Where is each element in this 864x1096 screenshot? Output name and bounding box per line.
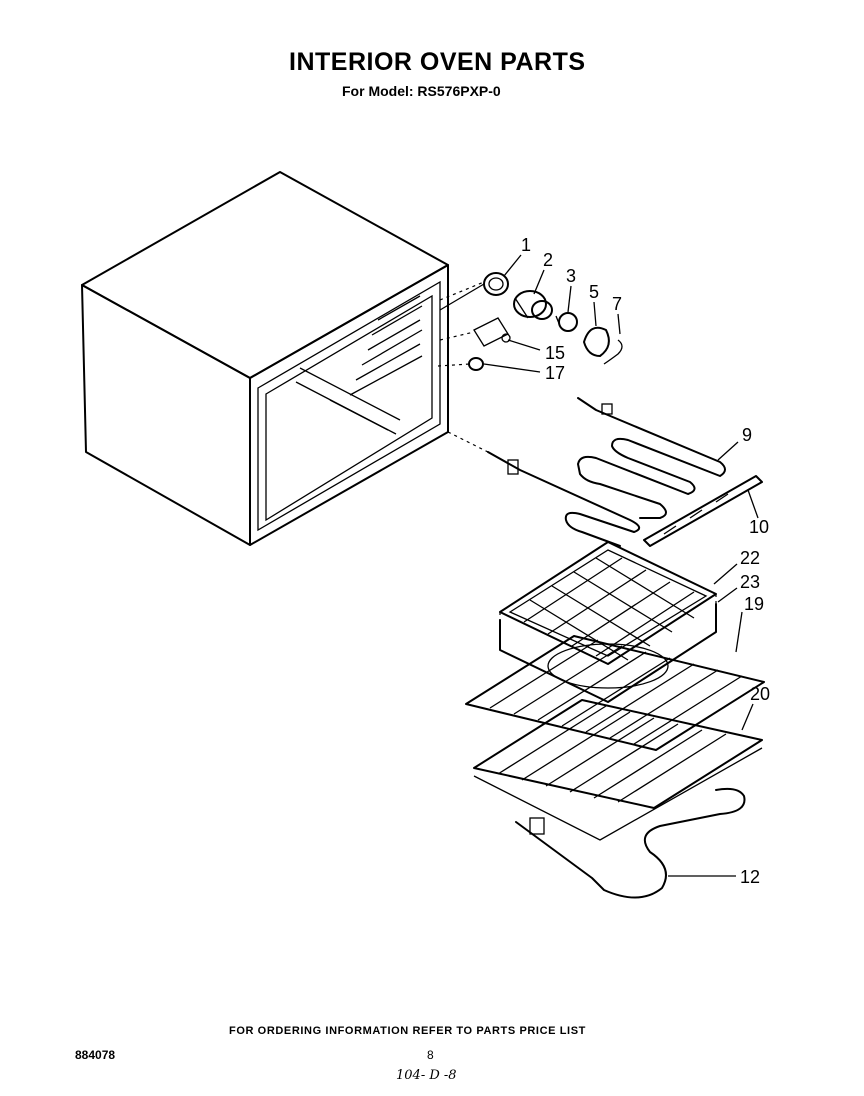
callout-20: 20 [750,684,770,704]
callout-2: 2 [543,250,553,270]
light-socket-part-1 [439,272,509,311]
bake-element [447,431,641,547]
element-bracket-part-10 [643,475,763,547]
oven-rack-part-19 [465,635,765,751]
bracket-part-15 [473,317,511,347]
model-line: For Model: RS576PXP-0 [342,83,501,99]
callout-22: 22 [740,548,760,568]
callout-3: 3 [566,266,576,286]
callout-23: 23 [740,572,760,592]
oven-cavity [81,171,449,546]
ordering-note: FOR ORDERING INFORMATION REFER TO PARTS … [229,1025,586,1037]
callout-15: 15 [545,343,565,363]
temperature-sensor-part-12 [515,787,746,899]
broiler-pan-grid-part-22 [499,541,717,665]
callout-1: 1 [521,235,531,255]
callout-leaders [483,254,759,877]
handwritten-note: 104- D -8 [396,1068,457,1083]
callout-numbers: 1 2 3 5 7 15 17 9 10 22 23 19 20 12 [521,235,770,887]
light-cover-part-5 [583,326,610,357]
callout-7: 7 [612,294,622,314]
callout-5: 5 [589,282,599,302]
page-title: INTERIOR OVEN PARTS [289,48,586,76]
callout-17: 17 [545,363,565,383]
light-housing-part-2 [513,290,553,320]
callout-12: 12 [740,867,760,887]
callout-19: 19 [744,594,764,614]
oven-rack-part-20 [473,699,763,841]
broil-element-part-9 [577,397,726,519]
callout-9: 9 [742,425,752,445]
light-bulb-part-3 [555,312,578,332]
clip-part-7 [603,339,623,365]
grommet-part-17 [468,357,484,371]
callout-10: 10 [749,517,769,537]
page-number: 8 [427,1048,434,1062]
document-number: 884078 [75,1048,116,1062]
